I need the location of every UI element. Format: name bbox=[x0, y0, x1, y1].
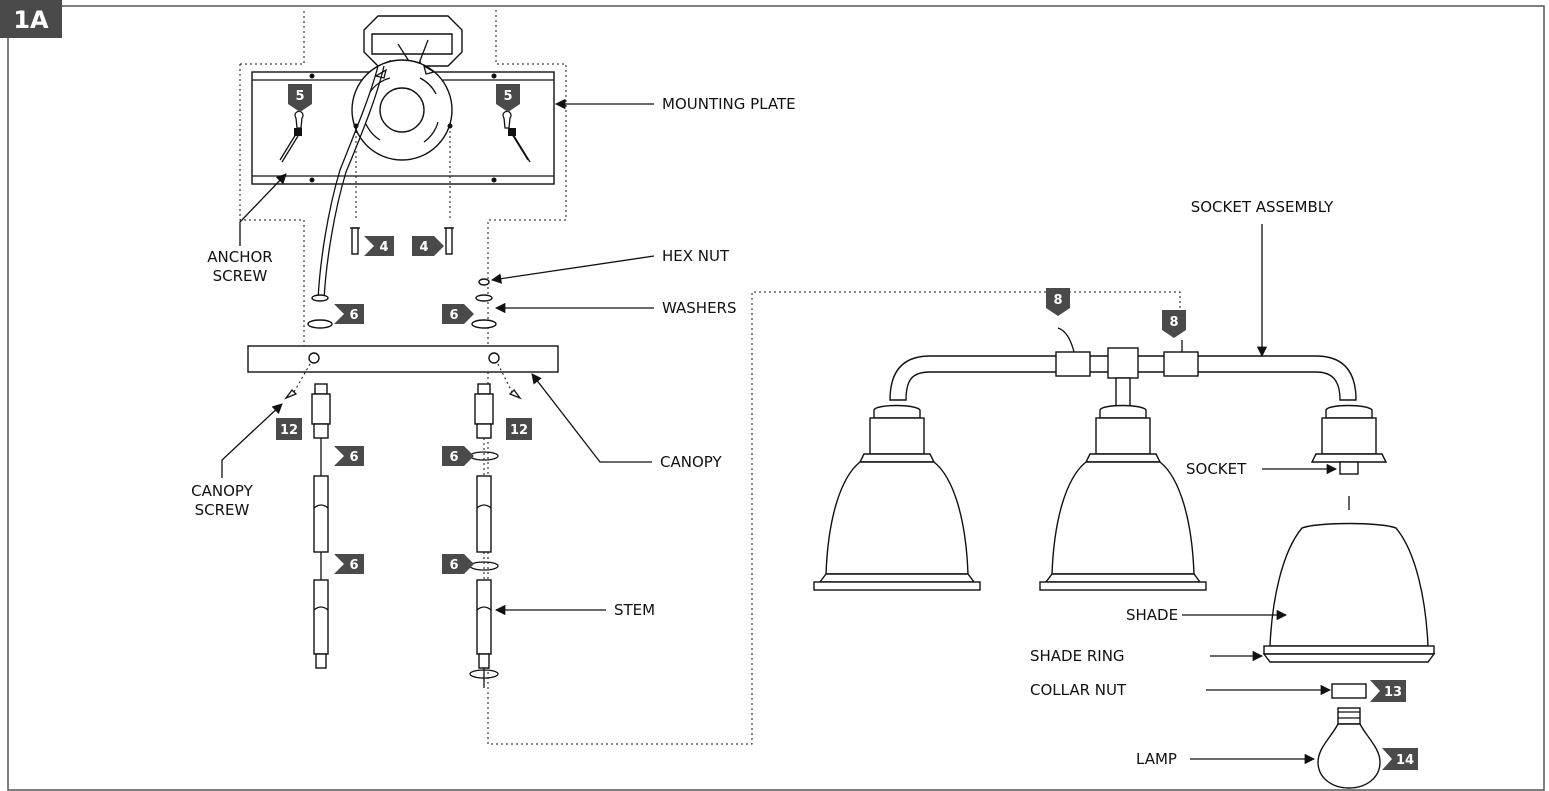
step-badge-5-left: 5 bbox=[288, 84, 312, 112]
svg-text:8: 8 bbox=[1169, 315, 1178, 330]
step-badge-6-stem-left-1: 6 bbox=[334, 446, 364, 466]
label-collar-nut: COLLAR NUT bbox=[1030, 681, 1127, 699]
svg-text:13: 13 bbox=[1384, 685, 1402, 700]
canopy-screw-right bbox=[497, 363, 522, 400]
svg-text:12: 12 bbox=[280, 423, 298, 438]
svg-text:14: 14 bbox=[1396, 753, 1414, 768]
step-badge-14: 14 bbox=[1382, 748, 1418, 770]
collar-nut-part bbox=[1331, 683, 1367, 699]
diagram-border bbox=[7, 5, 1545, 791]
step-badge-6-stem-left-2: 6 bbox=[334, 554, 364, 574]
label-socket-assembly: SOCKET ASSEMBLY bbox=[1191, 198, 1334, 216]
lamp-bulb bbox=[1317, 707, 1381, 789]
step-badge-5-right: 5 bbox=[496, 84, 520, 112]
label-shade: SHADE bbox=[1126, 606, 1178, 624]
hex-nut-washers-right bbox=[471, 278, 497, 329]
svg-text:6: 6 bbox=[349, 308, 358, 323]
label-stem: STEM bbox=[614, 601, 655, 619]
step-badge-4-left: 4 bbox=[364, 236, 394, 256]
junction-box bbox=[363, 15, 463, 75]
step-badge-13: 13 bbox=[1370, 680, 1406, 702]
mounting-bolt-right bbox=[444, 227, 454, 255]
leader-anchor-screw bbox=[239, 173, 287, 246]
label-shade-ring: SHADE RING bbox=[1030, 647, 1125, 665]
figure-tag-text: 1A bbox=[13, 6, 49, 34]
label-socket: SOCKET bbox=[1186, 460, 1247, 478]
shade-mounted-left bbox=[813, 461, 981, 591]
step-badge-12-right: 12 bbox=[506, 418, 532, 440]
leader-canopy bbox=[531, 373, 652, 463]
step-badge-4-right: 4 bbox=[412, 236, 444, 256]
label-mounting-plate: MOUNTING PLATE bbox=[662, 95, 796, 113]
mounting-bolt-left bbox=[350, 227, 360, 255]
svg-text:6: 6 bbox=[349, 558, 358, 573]
step-badge-8-second: 8 bbox=[1162, 310, 1186, 338]
figure-tag bbox=[0, 0, 62, 38]
canopy-part bbox=[247, 345, 559, 373]
step-badge-6-stem-right-1: 6 bbox=[442, 446, 474, 466]
canopy-screw-left bbox=[284, 363, 311, 400]
anchor-screw-left bbox=[279, 128, 302, 163]
svg-text:6: 6 bbox=[449, 450, 458, 465]
svg-text:12: 12 bbox=[510, 423, 528, 438]
label-canopy: CANOPY bbox=[660, 453, 722, 471]
stem-right bbox=[469, 383, 499, 688]
label-anchor-screw-line2: SCREW bbox=[213, 267, 268, 285]
shade-holder-center bbox=[1084, 404, 1162, 463]
shade-holder-right bbox=[1310, 404, 1388, 510]
step-badge-6-washer-right: 6 bbox=[442, 304, 474, 324]
svg-text:5: 5 bbox=[295, 89, 304, 104]
leader-canopy-screw bbox=[221, 403, 283, 478]
svg-text:5: 5 bbox=[503, 89, 512, 104]
svg-text:4: 4 bbox=[379, 240, 388, 255]
anchor-screw-right bbox=[508, 128, 531, 163]
socket-assembly-part bbox=[889, 327, 1357, 409]
label-lamp: LAMP bbox=[1136, 750, 1177, 768]
shade-loose bbox=[1262, 522, 1436, 663]
svg-text:6: 6 bbox=[449, 308, 458, 323]
label-canopy-screw-line2: SCREW bbox=[195, 501, 250, 519]
label-anchor-screw-line1: ANCHOR bbox=[207, 248, 272, 266]
svg-text:8: 8 bbox=[1053, 293, 1062, 308]
svg-text:6: 6 bbox=[349, 450, 358, 465]
svg-text:6: 6 bbox=[449, 558, 458, 573]
svg-text:4: 4 bbox=[419, 240, 428, 255]
step-badge-6-stem-right-2: 6 bbox=[442, 554, 474, 574]
label-washers: WASHERS bbox=[662, 299, 737, 317]
shade-mounted-center bbox=[1039, 461, 1207, 591]
step-badge-8-first: 8 bbox=[1046, 288, 1070, 316]
step-badge-12-left: 12 bbox=[276, 418, 302, 440]
washers-left bbox=[307, 294, 333, 329]
label-hex-nut: HEX NUT bbox=[662, 247, 730, 265]
label-canopy-screw-line1: CANOPY bbox=[191, 482, 253, 500]
step-badge-6-washer-left: 6 bbox=[334, 304, 364, 324]
stem-left bbox=[311, 383, 331, 669]
leader-hex-nut bbox=[490, 255, 655, 284]
shade-holder-left bbox=[858, 404, 936, 463]
